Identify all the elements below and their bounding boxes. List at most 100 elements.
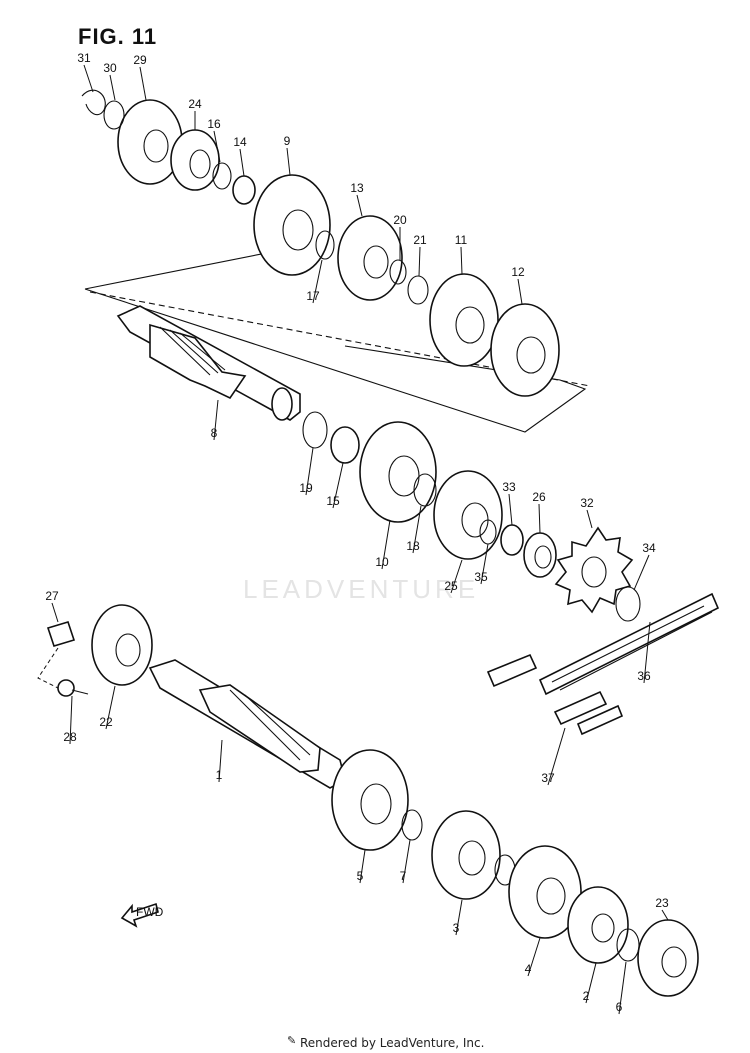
washer-30[interactable] — [103, 100, 125, 130]
callout-13[interactable]: 13 — [350, 181, 364, 195]
callout-15[interactable]: 15 — [326, 494, 340, 508]
callout-leader-1 — [218, 739, 223, 783]
retainer-27[interactable] — [46, 621, 76, 647]
callout-leader-28 — [69, 695, 73, 745]
callout-leader-18 — [412, 505, 422, 554]
callout-leader-35 — [480, 543, 489, 585]
callout-leader-7a — [402, 839, 411, 884]
callout-leader-16 — [213, 130, 221, 163]
callout-27[interactable]: 27 — [45, 589, 59, 603]
callout-leader-11 — [460, 246, 463, 275]
chain-joint-37[interactable] — [486, 653, 624, 736]
callout-leader-14 — [239, 148, 245, 177]
bearing-24[interactable] — [170, 129, 220, 191]
gear-9[interactable] — [253, 174, 331, 276]
callout-leader-37 — [547, 727, 566, 786]
circlip-7a[interactable] — [401, 809, 423, 841]
watermark-text: LEADVENTURE — [243, 574, 480, 604]
driveshaft-1[interactable] — [148, 659, 346, 789]
washer-18[interactable] — [413, 473, 437, 507]
callout-10[interactable]: 10 — [375, 555, 389, 569]
o-ring-34[interactable] — [615, 586, 641, 622]
oil-seal-26[interactable] — [523, 532, 557, 578]
callout-2[interactable]: 2 — [583, 989, 590, 1003]
callout-18[interactable]: 18 — [406, 539, 420, 553]
callout-leader-10 — [381, 519, 391, 570]
spacer-33[interactable] — [500, 524, 524, 556]
callout-leader-36 — [643, 621, 651, 684]
callout-5[interactable]: 5 — [357, 869, 364, 883]
callout-6[interactable]: 6 — [616, 1000, 623, 1014]
gear-10[interactable] — [359, 421, 437, 523]
callout-30[interactable]: 30 — [103, 61, 117, 75]
render-credit: Rendered by LeadVenture, Inc. — [300, 1036, 485, 1050]
callout-3[interactable]: 3 — [453, 921, 460, 935]
callout-24[interactable]: 24 — [188, 97, 202, 111]
gear-4[interactable] — [508, 845, 582, 939]
gear-11[interactable] — [429, 273, 499, 367]
callout-leader-23 — [661, 909, 669, 921]
callout-leader-17 — [312, 259, 323, 304]
callout-25[interactable]: 25 — [444, 579, 458, 593]
callout-20[interactable]: 20 — [393, 213, 407, 227]
callout-14[interactable]: 14 — [233, 135, 247, 149]
callout-33[interactable]: 33 — [502, 480, 516, 494]
washer-17[interactable] — [315, 230, 335, 260]
callout-21[interactable]: 21 — [413, 233, 427, 247]
countershaft[interactable] — [116, 305, 301, 421]
callout-leader-21 — [418, 246, 421, 277]
callout-32[interactable]: 32 — [580, 496, 594, 510]
bushing-15[interactable] — [330, 426, 360, 464]
circlip-20[interactable] — [389, 259, 407, 285]
circlip-31[interactable] — [81, 89, 106, 116]
bearing-22[interactable] — [91, 604, 153, 686]
screw-28[interactable] — [57, 679, 89, 697]
callout-17[interactable]: 17 — [306, 289, 320, 303]
figure-title: FIG. 11 — [78, 24, 158, 49]
callout-37[interactable]: 37 — [541, 771, 555, 785]
callout-leader-29 — [139, 66, 147, 101]
callout-leader-25 — [450, 559, 463, 594]
callout-1[interactable]: 1 — [216, 768, 223, 782]
washer-16[interactable] — [212, 162, 232, 190]
bushing-14[interactable] — [232, 175, 256, 205]
callout-7a[interactable]: 7 — [400, 869, 407, 883]
drive-chain-36[interactable] — [538, 592, 720, 696]
callout-8[interactable]: 8 — [211, 426, 218, 440]
leadventure-logo-icon: ✎ — [287, 1035, 297, 1047]
callout-12[interactable]: 12 — [511, 265, 525, 279]
washer-21[interactable] — [407, 275, 429, 305]
callout-29[interactable]: 29 — [133, 53, 147, 67]
fwd-label: FWD — [136, 905, 164, 919]
callout-leader-2 — [585, 962, 597, 1004]
callout-4[interactable]: 4 — [525, 962, 532, 976]
callout-leader-4 — [527, 937, 541, 977]
gear-12[interactable] — [490, 303, 560, 397]
callout-26[interactable]: 26 — [532, 490, 546, 504]
callout-16[interactable]: 16 — [207, 117, 221, 131]
callout-28[interactable]: 28 — [63, 730, 77, 744]
callout-36[interactable]: 36 — [637, 669, 651, 683]
callout-leader-33 — [508, 493, 513, 526]
callout-leader-13 — [356, 194, 363, 217]
callout-31[interactable]: 31 — [77, 51, 91, 65]
callout-11[interactable]: 11 — [455, 233, 468, 247]
callout-19[interactable]: 19 — [299, 481, 313, 495]
callout-22[interactable]: 22 — [99, 715, 113, 729]
gear-2[interactable] — [567, 886, 629, 964]
gear-5[interactable] — [331, 749, 409, 851]
callout-leader-8 — [213, 399, 219, 441]
callout-34[interactable]: 34 — [642, 541, 656, 555]
washer-19[interactable] — [302, 411, 328, 449]
callout-23[interactable]: 23 — [655, 896, 669, 910]
callout-9[interactable]: 9 — [284, 134, 291, 148]
bearing-25[interactable] — [433, 470, 503, 560]
sprocket-32[interactable] — [554, 526, 634, 614]
gear-13[interactable] — [337, 215, 403, 301]
callout-leader-30 — [109, 74, 116, 101]
bearing-23[interactable] — [637, 919, 699, 997]
gear-3[interactable] — [431, 810, 501, 900]
callout-35[interactable]: 35 — [474, 570, 488, 584]
callout-leader-6 — [618, 961, 627, 1015]
